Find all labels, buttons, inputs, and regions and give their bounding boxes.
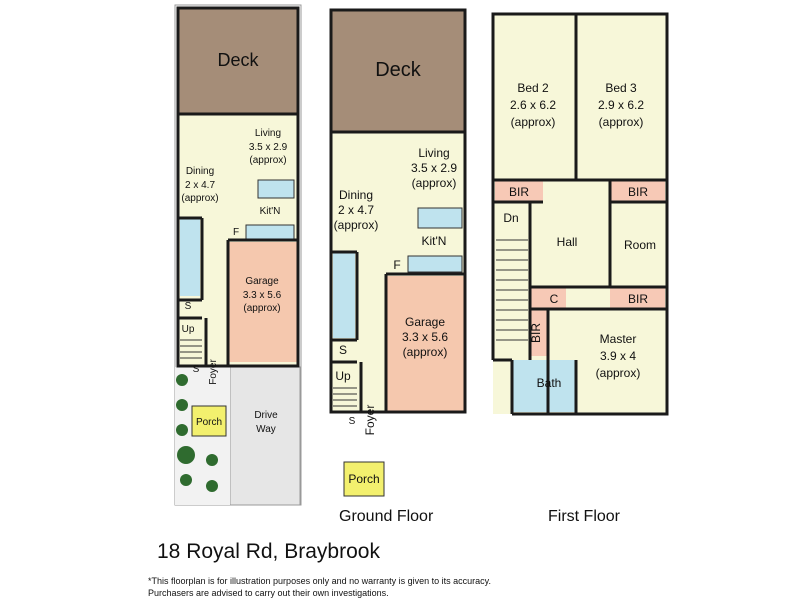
ground-bathroom (333, 252, 355, 338)
ground-living-approx: (approx) (412, 176, 457, 190)
site-stairs (180, 339, 202, 359)
ground-kitn-label: Kit'N (422, 234, 447, 248)
site-garage-approx: (approx) (243, 303, 280, 314)
ground-dining-name: Dining (339, 188, 373, 202)
ground-porch (343, 461, 385, 497)
driveway (229, 366, 301, 506)
ground-fridge-label: F (393, 258, 400, 272)
cupboard-label: C (550, 292, 559, 306)
ground-foyer-label: Foyer (363, 405, 377, 436)
site-living-name: Living (255, 128, 281, 139)
ground-floor-caption: Ground Floor (339, 508, 434, 525)
site-deck-label: Deck (217, 50, 259, 70)
ground-kitchen-bench (417, 207, 463, 229)
ground-garage (386, 276, 465, 412)
ground-floor-plan: Deck Living 3.5 x 2.9 (approx) Dining 2 … (329, 8, 467, 497)
bed3-approx: (approx) (599, 115, 644, 129)
site-deck (178, 8, 298, 114)
hall-label: Hall (557, 235, 578, 249)
site-dining-approx: (approx) (181, 193, 218, 204)
bath-label: Bath (537, 376, 562, 390)
ground-dining-size: 2 x 4.7 (338, 203, 374, 217)
site-dining-name: Dining (186, 166, 214, 177)
ground-deck-label: Deck (375, 59, 422, 81)
site-foyer-label: Foyer (208, 359, 219, 385)
property-address-title: 18 Royal Rd, Braybrook (157, 540, 380, 563)
shrub-icon (180, 474, 192, 486)
site-living-size: 3.5 x 2.9 (249, 142, 288, 153)
shrub-icon (176, 424, 188, 436)
site-dining-size: 2 x 4.7 (185, 180, 215, 191)
ground-dining-approx: (approx) (334, 218, 379, 232)
site-up-label: Up (182, 324, 195, 335)
site-garage (228, 242, 298, 362)
bed2-size: 2.6 x 6.2 (510, 98, 556, 112)
shrub-icons (176, 374, 218, 492)
bed3-size: 2.9 x 6.2 (598, 98, 644, 112)
ground-storage-2-label: S (349, 416, 356, 427)
site-storage-label: S (185, 301, 192, 312)
site-porch (191, 405, 227, 437)
site-walls (176, 6, 300, 368)
site-driveway-name-2: Way (256, 424, 276, 435)
site-storage-2-label: S (193, 364, 200, 375)
site-kitn-label: Kit'N (260, 206, 281, 217)
first-bir-4 (530, 310, 548, 356)
site-kitchen-bench-2 (245, 224, 295, 240)
first-floor-plan: Bed 2 2.6 x 6.2 (approx) Bed 3 2.9 x 6.2… (491, 12, 669, 416)
site-living-approx: (approx) (249, 155, 286, 166)
first-walls (491, 12, 669, 416)
ground-storage-label: S (339, 343, 347, 357)
first-bath (512, 360, 576, 412)
shrub-icon (177, 446, 195, 464)
bir-3-label: BIR (628, 292, 648, 306)
ground-kitchen-bench-2 (407, 255, 463, 273)
first-bir-3 (610, 287, 665, 309)
bir-1-label: BIR (509, 185, 529, 199)
disclaimer-line-1: *This floorplan is for illustration purp… (148, 576, 491, 586)
ground-deck (331, 10, 465, 132)
shrub-icon (206, 454, 218, 466)
site-porch-label: Porch (196, 417, 222, 428)
master-size: 3.9 x 4 (600, 349, 636, 363)
first-bir-2 (610, 180, 665, 202)
ground-garage-name: Garage (405, 315, 445, 329)
site-fridge-label: F (233, 227, 239, 238)
shrub-icon (176, 399, 188, 411)
disclaimer-line-2: Purchasers are advised to carry out thei… (148, 588, 389, 598)
shrub-icon (176, 374, 188, 386)
bir-2-label: BIR (628, 185, 648, 199)
site-driveway-name: Drive (254, 410, 278, 421)
master-name: Master (600, 332, 637, 346)
bed2-name: Bed 2 (517, 81, 549, 95)
ground-living-name: Living (418, 146, 449, 160)
ground-walls (329, 8, 467, 414)
ground-up-label: Up (335, 369, 351, 383)
master-approx: (approx) (596, 366, 641, 380)
ground-stairs (333, 387, 357, 407)
bir-4-label: BIR (529, 323, 543, 343)
first-cupboard (530, 287, 566, 309)
ground-garage-approx: (approx) (403, 345, 448, 359)
room-label: Room (624, 238, 656, 252)
first-bir-1 (495, 180, 543, 202)
first-house (493, 14, 667, 414)
first-floor-caption: First Floor (548, 508, 620, 525)
bed3-name: Bed 3 (605, 81, 637, 95)
bed2-approx: (approx) (511, 115, 556, 129)
disclaimer: *This floorplan is for illustration purp… (148, 575, 491, 599)
site-garage-size: 3.3 x 5.6 (243, 290, 282, 301)
site-kitchen-bench (257, 179, 295, 199)
first-stairs (496, 239, 528, 341)
stairs-down-label: Dn (503, 211, 518, 225)
site-plan: Deck Living 3.5 x 2.9 (approx) Dining 2 … (174, 4, 302, 506)
site-bathroom (180, 218, 200, 296)
shrub-icon (206, 480, 218, 492)
site-garage-name: Garage (245, 276, 279, 287)
ground-living-size: 3.5 x 2.9 (411, 161, 457, 175)
ground-garage-size: 3.3 x 5.6 (402, 330, 448, 344)
ground-porch-label: Porch (348, 472, 379, 486)
